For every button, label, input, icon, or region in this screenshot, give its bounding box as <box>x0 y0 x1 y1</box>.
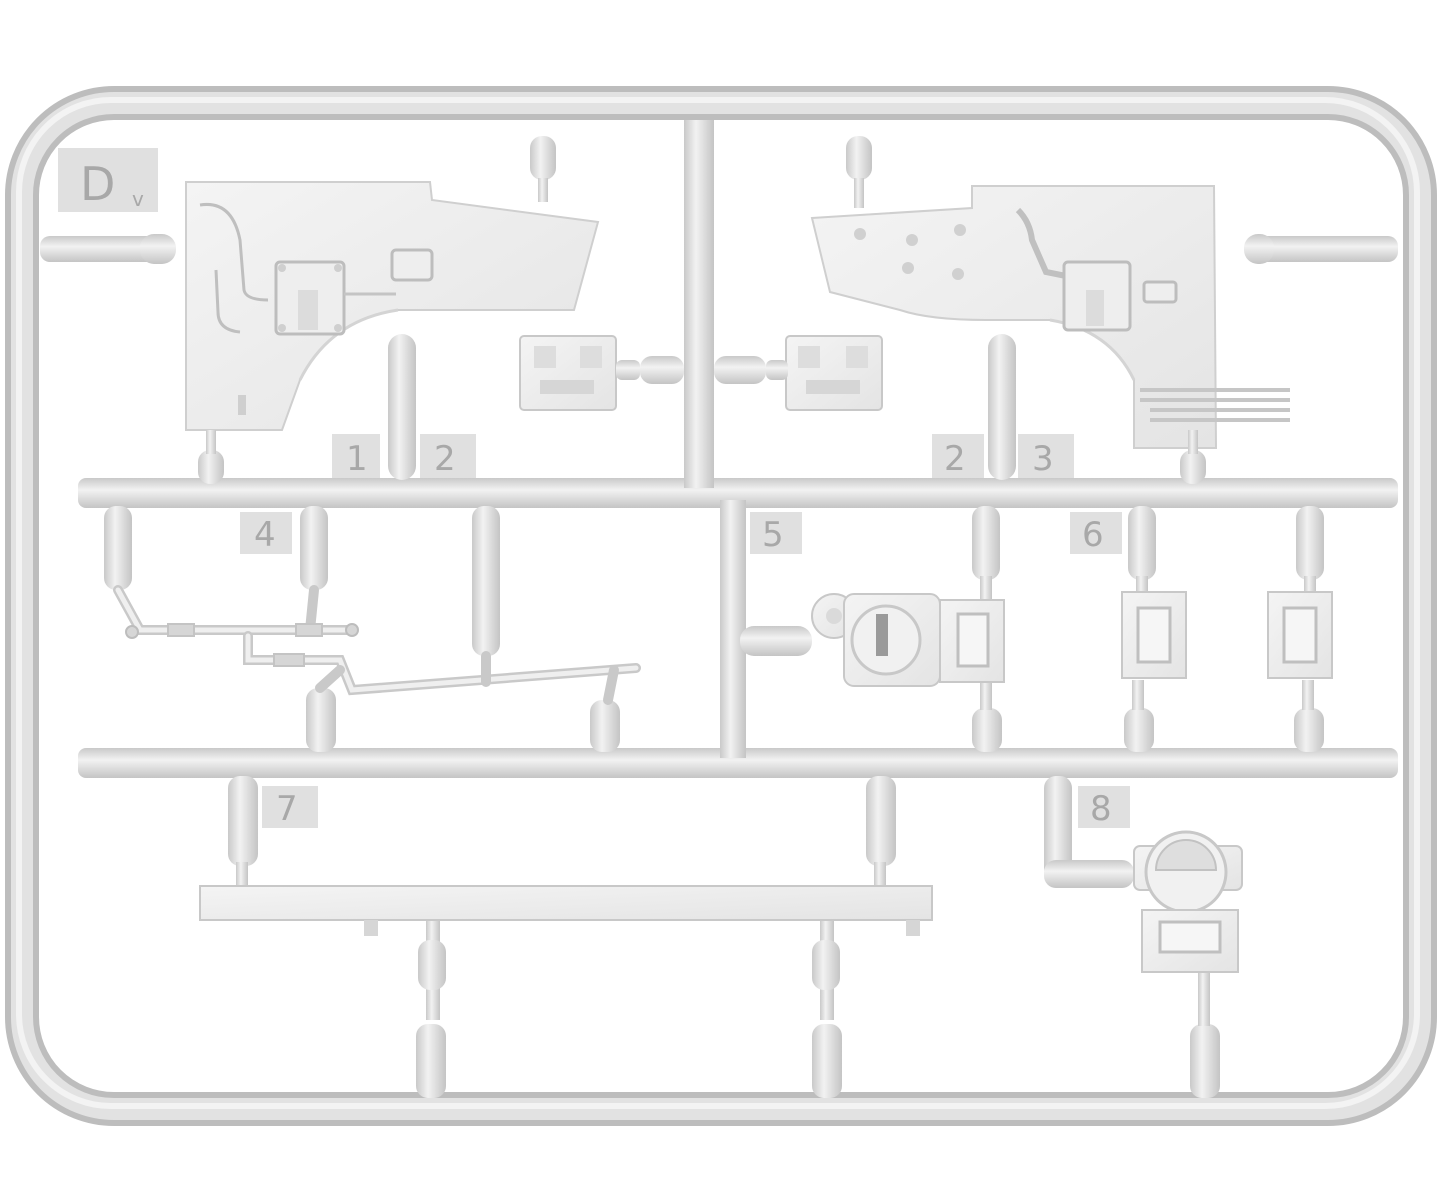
part-number-tag: 1 <box>332 434 380 479</box>
part-number: 2 <box>944 439 966 479</box>
part-number: 7 <box>276 789 298 829</box>
part-number-tag: 3 <box>1018 434 1074 479</box>
part-number-tag: 5 <box>750 512 802 555</box>
sprue-letter-subscript: v <box>132 187 144 211</box>
part-number: 1 <box>346 439 368 479</box>
part-number-tag: 6 <box>1070 512 1122 555</box>
part-number-tag: 2 <box>932 434 984 479</box>
part-number-tag: 7 <box>262 786 318 829</box>
sprue-gates <box>104 136 1324 1098</box>
part-8-fitting <box>1133 830 1243 973</box>
part-number: 3 <box>1032 439 1054 479</box>
part-5-fitting <box>811 593 1005 687</box>
part-number-tag: 2 <box>420 434 476 479</box>
outer-runner <box>5 86 1437 1126</box>
part-number: 5 <box>762 515 784 555</box>
part-number-tag: 8 <box>1078 786 1130 829</box>
part-number: 2 <box>434 439 456 479</box>
part-3-fender-panel <box>810 185 1290 449</box>
part-6-frames <box>1121 591 1333 679</box>
part-number: 4 <box>254 515 276 555</box>
part-4-pipes <box>113 585 641 705</box>
sprue-letter: D <box>80 157 115 211</box>
part-1-fender-panel <box>185 181 600 431</box>
part-7-beam <box>199 885 933 936</box>
part-number: 8 <box>1090 789 1112 829</box>
part-number-tag: 4 <box>240 512 292 555</box>
internal-runners <box>40 120 1398 778</box>
sprue-letter-tag: D v <box>58 148 158 212</box>
center-brackets <box>519 335 883 411</box>
part-number-tags: 1 2 2 3 4 5 6 7 <box>240 434 1130 829</box>
part-number: 6 <box>1082 515 1104 555</box>
